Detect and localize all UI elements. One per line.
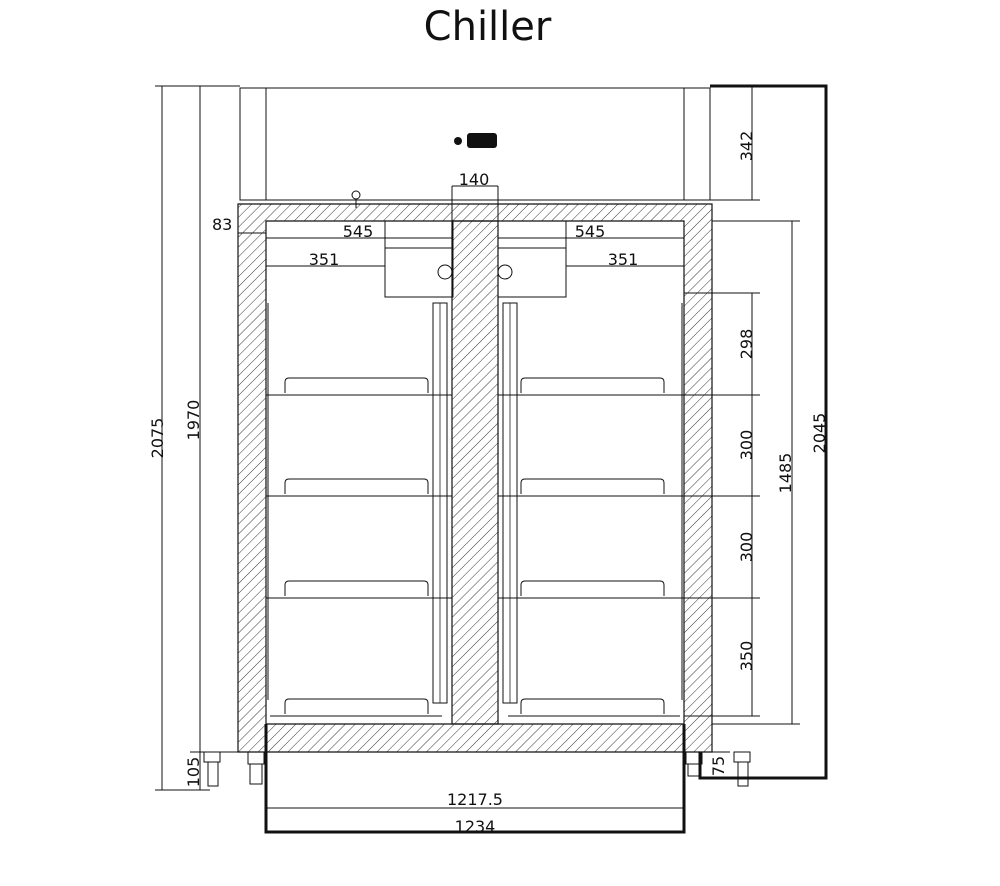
- dim-door-gap: 140: [459, 170, 490, 189]
- dim-rail-width-right: 351: [608, 250, 639, 269]
- shelves: [266, 377, 684, 717]
- dim-rail-width-left: 351: [309, 250, 340, 269]
- dimension-lines: [155, 85, 800, 809]
- dim-leg-height: 105: [184, 757, 203, 788]
- dimension-labels: 2075 1970 105 83 140 545 545 351 351 342…: [148, 131, 829, 836]
- dim-total-width: 1234: [455, 817, 496, 836]
- dim-shelf-gap-bottom: 350: [737, 641, 756, 672]
- dim-shelf-gap-1: 300: [737, 430, 756, 461]
- dim-wall-thickness: 83: [212, 215, 232, 234]
- canopy: [239, 87, 711, 208]
- feet: [203, 751, 751, 787]
- base-outline: [264, 84, 828, 834]
- shelf-rails: [267, 302, 683, 704]
- dim-body-height: 1970: [184, 400, 203, 441]
- dim-interior-height: 1485: [776, 453, 795, 494]
- dim-shelf-top-gap: 298: [737, 329, 756, 360]
- dim-door-open-height: 2045: [810, 413, 829, 454]
- diagram-title: Chiller: [423, 4, 552, 50]
- evaporator-box: [384, 220, 567, 298]
- dim-shelf-gap-2: 300: [737, 532, 756, 563]
- cabinet-body: [237, 203, 713, 753]
- dim-inner-width-left: 545: [343, 222, 374, 241]
- dim-total-height: 2075: [148, 418, 167, 459]
- dim-canopy-height: 342: [737, 131, 756, 162]
- dim-inner-width-right: 545: [575, 222, 606, 241]
- dim-foot-height-right: 75: [709, 756, 728, 776]
- dim-inner-total-width: 1217.5: [447, 790, 503, 809]
